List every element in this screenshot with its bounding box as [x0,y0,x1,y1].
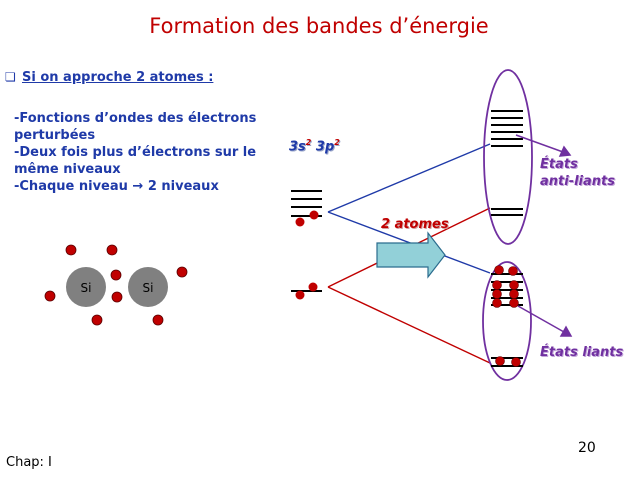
atom-electrons [44,244,188,326]
orbital-label: 3s2 3p2 [289,138,340,154]
slide-title: Formation des bandes d’énergie [149,14,489,38]
electron [494,265,504,275]
electron [492,280,502,290]
electron [44,290,56,302]
body-line: perturbées [14,128,96,143]
anti-bonding-label-line2: anti-liants [540,174,615,189]
orbital-3s: 3s [289,139,306,155]
anti-bonding-ellipse [483,69,533,245]
electron [295,290,305,300]
electron [106,244,118,256]
electron [111,291,123,303]
arrow-head-icon [559,325,573,337]
electron [508,266,518,276]
electron [110,269,122,281]
electron [495,356,505,366]
body-line: -Chaque niveau → 2 niveaux [14,179,219,194]
anti-bonding-label: États anti-liants [540,156,615,190]
body-line: même niveaux [14,162,121,177]
electron [511,357,521,367]
arrow-head-icon [558,145,572,157]
orbital-3p-exponent: 2 [334,138,340,147]
orbital-3p: 3p [315,139,335,155]
orbital-3s-exponent: 2 [305,138,312,147]
electron [91,314,103,326]
anti-bonding-label-line1: États [540,157,578,172]
bonding-ellipse [482,261,532,381]
electron [492,289,502,299]
body-line: -Deux fois plus d’électrons sur le [14,145,257,160]
section-heading-text: Si on approche 2 atomes : [22,70,214,85]
electron [295,217,305,227]
electron [509,289,519,299]
electron [309,210,319,220]
si-atom-right-label: Si [143,281,154,295]
chapter-label: Chap: I [6,455,52,470]
electron [308,282,318,292]
electron [152,314,164,326]
bonding-electrons [492,265,521,367]
si-atom-right [128,267,168,307]
square-bullet-icon: ❏ [5,70,16,84]
section-heading: ❏ Si on approche 2 atomes : [5,70,214,85]
body-line: -Fonctions d’ondes des électrons [14,111,257,126]
state-arrows [515,134,573,337]
anti-bonding-levels [491,110,523,216]
electron [509,280,519,290]
si-atom-left-label: Si [81,281,92,295]
electron [509,298,519,308]
two-atoms-label: 2 atomes [381,217,449,232]
atom-pair: Si Si [66,267,168,307]
page-number: 20 [578,440,596,456]
si-atom-left [66,267,106,307]
block-arrow-icon [376,231,446,279]
electron [176,266,188,278]
bonding-label: États liants [540,345,624,360]
electron [65,244,77,256]
electron [492,298,502,308]
body-text: -Fonctions d’ondes des électrons perturb… [14,110,284,195]
